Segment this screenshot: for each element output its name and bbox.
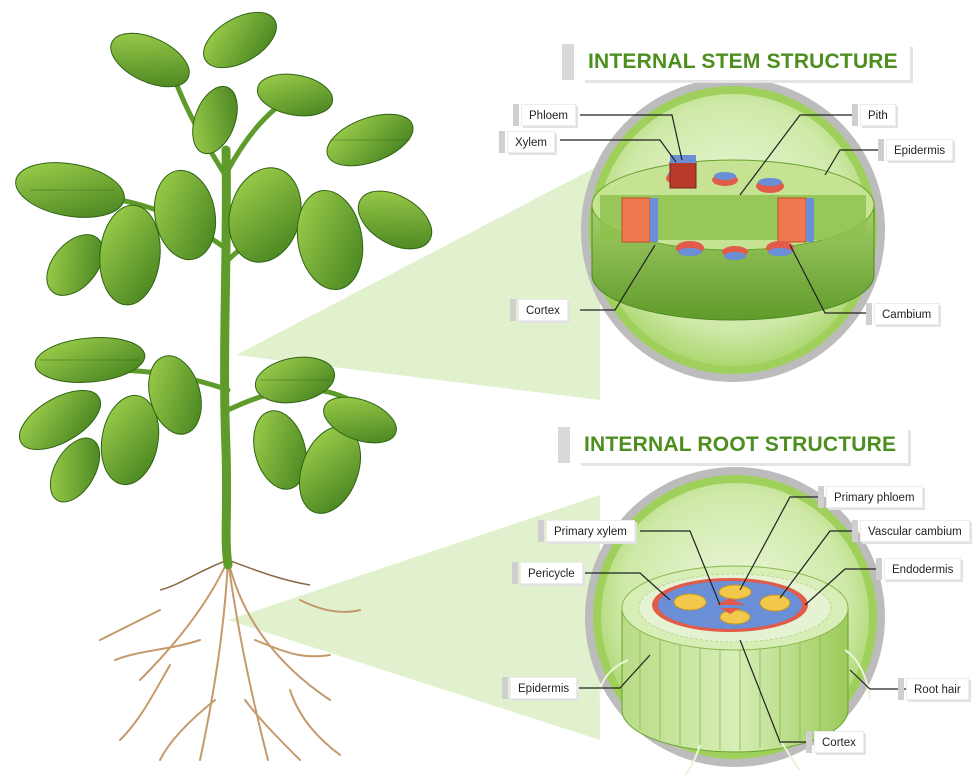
root-lens [585,467,885,775]
label-root-cortex: Cortex [806,731,864,753]
label-text: Pith [860,104,896,126]
label-stem-cortex: Cortex [510,299,568,321]
label-text: Root hair [906,678,969,700]
root-title: INTERNAL ROOT STRUCTURE [558,427,908,463]
label-xylem: Xylem [499,131,555,153]
label-root-epidermis: Epidermis [502,677,577,699]
label-primary-xylem: Primary xylem [538,520,635,542]
label-text: Cambium [874,303,939,325]
label-text: Xylem [507,131,555,153]
label-stem-epidermis: Epidermis [878,139,953,161]
label-text: Epidermis [510,677,577,699]
label-root-hair: Root hair [898,678,969,700]
root-title-text: INTERNAL ROOT STRUCTURE [578,427,908,463]
label-pith: Pith [852,104,896,126]
stem-title-text: INTERNAL STEM STRUCTURE [582,44,910,80]
phloem-xylem-block [670,162,696,188]
label-phloem: Phloem [513,104,576,126]
label-primary-phloem: Primary phloem [818,486,923,508]
label-text: Primary phloem [826,486,923,508]
label-cambium: Cambium [866,303,939,325]
label-pericycle: Pericycle [512,562,583,584]
label-text: Cortex [814,731,864,753]
label-text: Epidermis [886,139,953,161]
title-accent-bar [562,44,574,80]
title-accent-bar [558,427,570,463]
stem-lens [581,78,885,382]
label-text: Vascular cambium [860,520,970,542]
label-text: Pericycle [520,562,583,584]
label-text: Cortex [518,299,568,321]
label-text: Phloem [521,104,576,126]
label-text: Endodermis [884,558,961,580]
label-endodermis: Endodermis [876,558,961,580]
main-stem [225,150,228,565]
label-text: Primary xylem [546,520,635,542]
label-vascular-cambium: Vascular cambium [852,520,970,542]
stem-title: INTERNAL STEM STRUCTURE [562,44,910,80]
